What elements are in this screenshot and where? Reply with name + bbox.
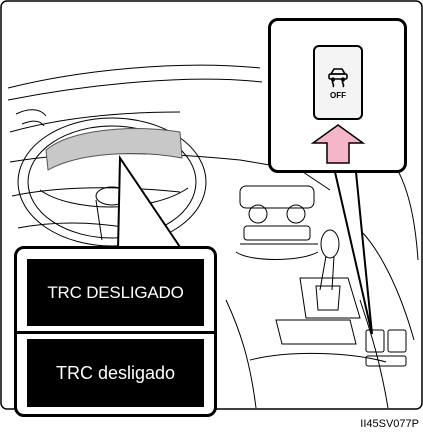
trc-off-message-upper: TRC DESLIGADO <box>27 259 204 326</box>
switch-callout-panel: OFF <box>268 18 407 173</box>
switch-off-label: OFF <box>330 91 346 100</box>
vsc-off-switch[interactable]: OFF <box>313 45 363 120</box>
trc-off-message-lower: TRC desligado <box>27 339 204 407</box>
slip-car-icon <box>328 68 348 88</box>
press-arrow-icon <box>311 124 365 164</box>
callout-divider <box>17 331 214 334</box>
figure-code: II45SV077P <box>360 418 419 430</box>
display-callout-panel: TRC DESLIGADO TRC desligado <box>14 246 217 417</box>
